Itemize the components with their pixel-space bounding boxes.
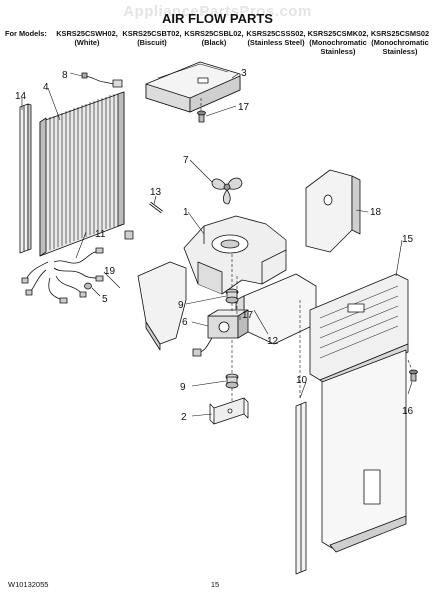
- callout-14: 14: [15, 91, 27, 102]
- model-code: KSRS25CSBL02,: [184, 29, 244, 38]
- part-evaporator-coil: [39, 91, 125, 257]
- model-color: (White): [74, 38, 100, 47]
- callout-6: 6: [182, 317, 188, 328]
- callout-2: 2: [181, 412, 187, 423]
- callout-5: 5: [102, 294, 108, 305]
- model-column: KSRS25CSSS02, (Stainless Steel): [245, 29, 307, 47]
- callout-13: 13: [150, 187, 162, 198]
- part-thermistor: [81, 72, 123, 88]
- callout-17-mid: 17: [242, 310, 254, 321]
- part-fan-blade: [211, 177, 243, 205]
- callout-18: 18: [370, 207, 382, 218]
- model-color: (Biscuit): [137, 38, 167, 47]
- model-column: KSRS25CSBT02, (Biscuit): [121, 29, 183, 47]
- callout-19: 19: [104, 266, 116, 277]
- model-code: KSRS25CSMK02,: [307, 29, 369, 38]
- model-code: KSRS25CSMS02: [370, 29, 430, 38]
- part-air-duct-upper: [145, 61, 241, 113]
- part-fan-housing: [183, 215, 287, 295]
- model-color: (Monochromatic Stainless): [371, 38, 429, 56]
- part-shroud-center: [235, 273, 317, 345]
- callout-7: 7: [183, 155, 189, 166]
- part-shroud-left: [137, 261, 187, 351]
- part-motor-bearing-upper: [225, 288, 239, 304]
- model-color: (Monochromatic Stainless): [309, 38, 367, 56]
- model-color: (Black): [201, 38, 227, 47]
- part-motor-bracket: [209, 397, 249, 425]
- part-grommet: [84, 282, 92, 290]
- callout-3: 3: [241, 68, 247, 79]
- part-screw-upper: [197, 110, 206, 123]
- callout-1: 1: [183, 207, 189, 218]
- callout-17-upper: 17: [238, 102, 250, 113]
- callout-16: 16: [402, 406, 414, 417]
- models-label: For Models:: [5, 29, 47, 38]
- part-screw-right: [409, 369, 418, 382]
- model-color: (Stainless Steel): [247, 38, 305, 47]
- part-rear-duct-cover: [309, 273, 409, 553]
- callout-10: 10: [296, 375, 308, 386]
- model-column: KSRS25CSBL02, (Black): [183, 29, 245, 47]
- callout-15: 15: [402, 234, 414, 245]
- callout-11: 11: [95, 229, 106, 240]
- part-rod: [124, 201, 163, 240]
- callout-4: 4: [43, 82, 49, 93]
- model-column: KSRS25CSMS02 (Monochromatic Stainless): [369, 29, 431, 56]
- model-code: KSRS25CSWH02,: [56, 29, 118, 38]
- page-title: AIR FLOW PARTS: [162, 11, 273, 26]
- part-motor-bearing-lower: [225, 373, 239, 389]
- part-fan-motor: [192, 309, 249, 357]
- model-column: KSRS25CSMK02, (Monochromatic Stainless): [307, 29, 369, 56]
- watermark-text: AppliancePartsPros.com: [123, 3, 312, 20]
- part-end-panel-right: [305, 169, 361, 253]
- part-gasket-strip-right: [295, 401, 307, 575]
- callout-12: 12: [267, 336, 279, 347]
- document-number: W10132055: [8, 580, 49, 589]
- model-column: KSRS25CSWH02, (White): [53, 29, 121, 47]
- callout-9-upper: 9: [178, 300, 184, 311]
- model-code: KSRS25CSBT02,: [122, 29, 182, 38]
- model-code: KSRS25CSSS02,: [246, 29, 306, 38]
- callout-8: 8: [62, 70, 68, 81]
- part-gasket-strip-left: [19, 103, 32, 254]
- page-number: 15: [210, 580, 220, 589]
- callout-9-lower: 9: [180, 382, 186, 393]
- part-wire-harness: [21, 247, 104, 304]
